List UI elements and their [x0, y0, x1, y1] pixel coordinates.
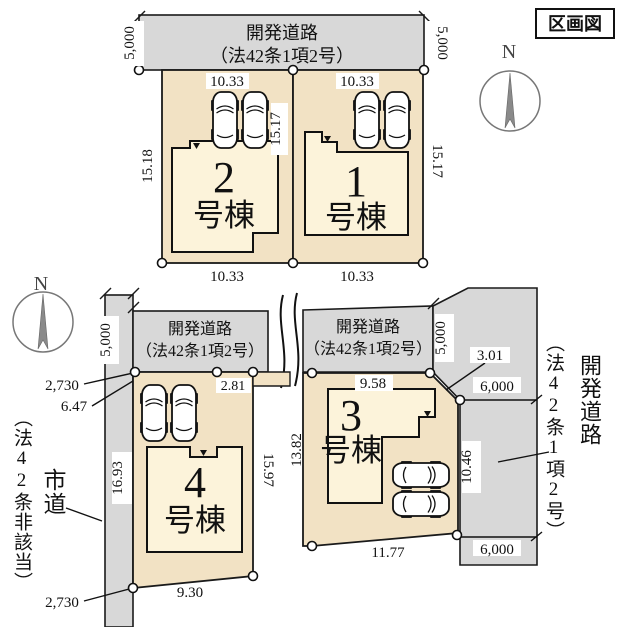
car-icon: [169, 384, 199, 442]
right-road-width-top: 6,000: [480, 379, 514, 395]
p2-dim-right: 15.17: [268, 112, 284, 146]
left-road-law-vertical: （法42条非該当）: [11, 408, 32, 592]
north-label: N: [34, 273, 48, 295]
entrance-mark: [424, 411, 431, 417]
p3-dim-top: 9.58: [360, 376, 386, 392]
building-3: [327, 388, 436, 504]
p4-dim-right: 15.97: [260, 453, 276, 487]
mid-right-road-name: 開発道路: [336, 318, 400, 336]
p2-dim-left: 15.18: [140, 149, 156, 183]
p4-dim-top-segment: 2.81: [221, 379, 246, 394]
p4-dim-bottom: 9.30: [177, 585, 203, 601]
compass-circle: [479, 70, 541, 132]
car-icon: [240, 91, 270, 149]
right-road-name-vertical: 開発道路: [577, 354, 602, 446]
right-road-width-bottom: 6,000: [480, 542, 514, 558]
building-2: [171, 140, 279, 253]
p1-number: 1: [345, 157, 367, 206]
p3-dim-left: 13.82: [289, 433, 305, 467]
mid-left-road-name: 開発道路: [168, 320, 232, 338]
title-box: 区画図: [535, 8, 615, 39]
mid-left-road: [127, 301, 269, 373]
p2-dim-top: 10.33: [210, 74, 244, 90]
mid-right-road-width: 5,000: [433, 321, 449, 355]
top-road-width-right: 5,000: [434, 26, 450, 60]
p1-dim-bottom: 10.33: [340, 269, 374, 285]
page-title: 区画図: [548, 14, 602, 34]
right-road-length: 10.46: [459, 450, 475, 484]
mid-left-road-law: （法42条1項2号）: [136, 342, 264, 360]
compass-circle: [12, 291, 74, 353]
p2-dim-bottom: 10.33: [210, 269, 244, 285]
p1-suffix: 号棟: [325, 200, 387, 235]
p4-dim-left: 16.93: [110, 461, 126, 495]
p2-number: 2: [213, 153, 235, 202]
p1-dim-top: 10.33: [340, 74, 374, 90]
car-icon: [382, 91, 412, 149]
car-icon: [352, 91, 382, 149]
p3-number: 3: [340, 391, 362, 440]
entrance-mark: [324, 136, 331, 142]
left-offset-bottom: 2,730: [45, 595, 79, 611]
p4-number: 4: [184, 458, 206, 507]
p3-dim-bottom: 11.77: [371, 545, 405, 561]
compass-needle-icon: [504, 72, 516, 129]
corner-markers: [127, 64, 466, 594]
right-road-corner: 3.01: [477, 348, 503, 364]
dimension-leaders: [65, 362, 550, 602]
mid-right-road-law: （法42条1項2号）: [304, 340, 432, 358]
mid-left-road-width: 5,000: [98, 323, 114, 357]
top-road: [133, 10, 431, 71]
building-1: [304, 131, 409, 236]
top-road-width-left: 5,000: [122, 26, 138, 60]
car-icon: [210, 91, 240, 149]
top-road-law: （法42条1項2号）: [210, 46, 354, 66]
car-icon: [392, 460, 450, 490]
left-road-width: 6.47: [61, 399, 88, 415]
compass-top-right: N: [479, 41, 541, 132]
p1-dim-right: 15.17: [429, 144, 445, 178]
car-icon: [392, 489, 450, 519]
compass-needle-icon: [37, 293, 49, 350]
p4-suffix: 号棟: [164, 503, 226, 538]
right-road-law-vertical: （法42条1項2号）: [543, 333, 564, 541]
building-4: [146, 446, 243, 553]
left-road-name-vertical: 市道: [40, 468, 65, 516]
p2-suffix: 号棟: [193, 198, 255, 233]
compass-left: N: [12, 273, 74, 353]
north-label: N: [502, 41, 516, 63]
entrance-mark: [200, 450, 207, 456]
left-offset-top: 2,730: [45, 378, 79, 394]
entrance-mark: [193, 143, 200, 149]
top-road-name: 開発道路: [246, 23, 318, 43]
right-dev-road: [432, 287, 538, 566]
p3-suffix: 号棟: [320, 433, 382, 468]
label-backgrounds: [100, 21, 521, 556]
car-icon: [139, 384, 169, 442]
